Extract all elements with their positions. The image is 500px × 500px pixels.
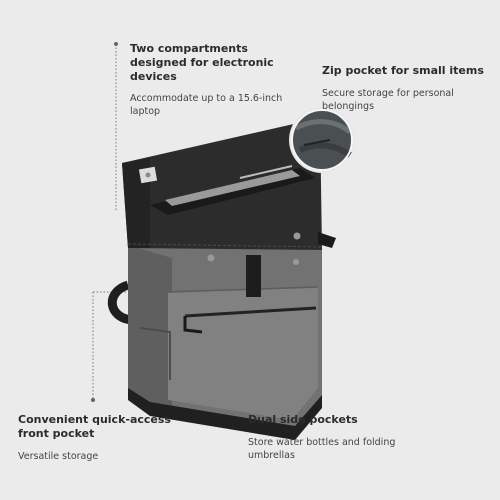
compartments-callout: Two compartments designed for electronic… xyxy=(130,42,305,118)
bag-base xyxy=(128,388,322,440)
zip-pocket-callout: Zip pocket for small items Secure storag… xyxy=(322,64,497,113)
front-pocket-description: Versatile storage xyxy=(18,451,99,462)
compartments-description: Accommodate up to a 15.6-inch laptop xyxy=(130,93,283,117)
side-pockets-callout: Dual side pockets Store water bottles an… xyxy=(248,413,428,462)
compartments-title: Two compartments designed for electronic… xyxy=(130,42,274,83)
laptop xyxy=(165,170,300,206)
shoulder-strap xyxy=(107,280,133,325)
zip-pocket-description: Secure storage for personal belongings xyxy=(322,88,454,112)
front-strap xyxy=(246,255,261,297)
front-pocket xyxy=(168,287,318,420)
top-flap xyxy=(122,118,322,250)
side-pockets-title: Dual side pockets xyxy=(248,413,358,426)
side-pockets-description: Store water bottles and folding umbrella… xyxy=(248,437,396,461)
front-pocket-title: Convenient quick-access front pocket xyxy=(18,413,171,440)
front-pocket-callout: Convenient quick-access front pocket Ver… xyxy=(18,413,198,463)
zip-pocket-magnifier xyxy=(289,107,355,173)
zip-pocket-title: Zip pocket for small items xyxy=(322,64,484,77)
